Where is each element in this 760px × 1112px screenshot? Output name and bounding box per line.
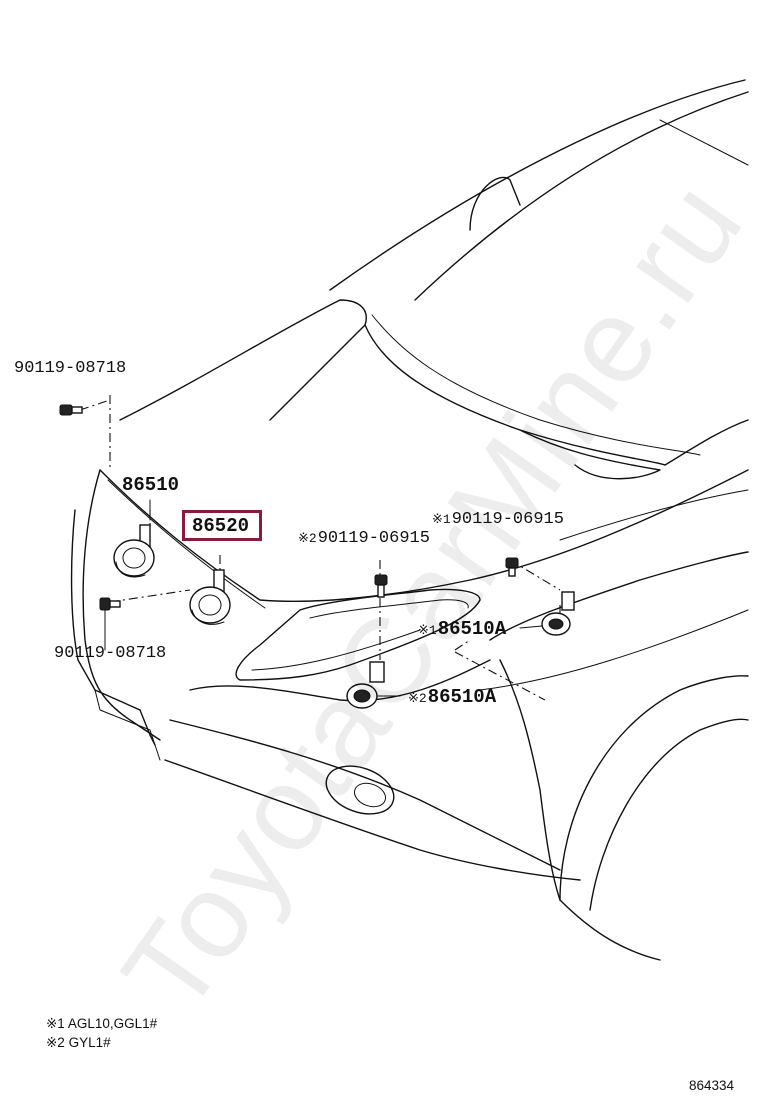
bolt-90119-08718-top-icon [59,404,83,416]
note-mark-1: ※1 [432,512,451,527]
label-bolt-90119-08718-top[interactable]: 90119-08718 [14,359,127,378]
diagram-code: 864334 [689,1078,735,1093]
bolt-90119-06915-center-icon [374,574,388,598]
label-horn-86520[interactable]: 86520 [192,515,250,537]
note-mark-2: ※2 [408,691,427,706]
note-mark-1: ※1 [418,623,437,638]
label-bolt-90119-08718-mid[interactable]: 90119-08718 [54,644,167,663]
label-text: 90119-06915 [317,529,430,548]
label-horn-86510A-2[interactable]: ※286510A [408,688,496,707]
horn-86510-icon [113,524,155,578]
footnote-2: ※2 GYL1# [46,1035,111,1050]
selected-part-highlight [182,510,262,541]
footnote-1: ※1 AGL10,GGL1# [46,1016,158,1031]
label-text: 86510A [437,618,507,640]
horn-86510A-2-icon [346,661,401,709]
label-text: 86510A [427,686,497,708]
label-horn-86510A-1[interactable]: ※186510A [418,620,506,639]
bolt-90119-08718-mid-icon [99,597,121,611]
horn-86510A-1-icon [519,591,575,636]
label-bolt-90119-06915-center[interactable]: ※290119-06915 [298,530,430,547]
note-mark-2: ※2 [298,531,317,546]
bolt-90119-06915-right-icon [505,557,519,577]
label-horn-86510[interactable]: 86510 [122,474,180,496]
label-bolt-90119-06915-right[interactable]: ※190119-06915 [432,511,564,528]
label-text: 90119-06915 [451,510,564,529]
horn-86520-icon [189,569,231,625]
